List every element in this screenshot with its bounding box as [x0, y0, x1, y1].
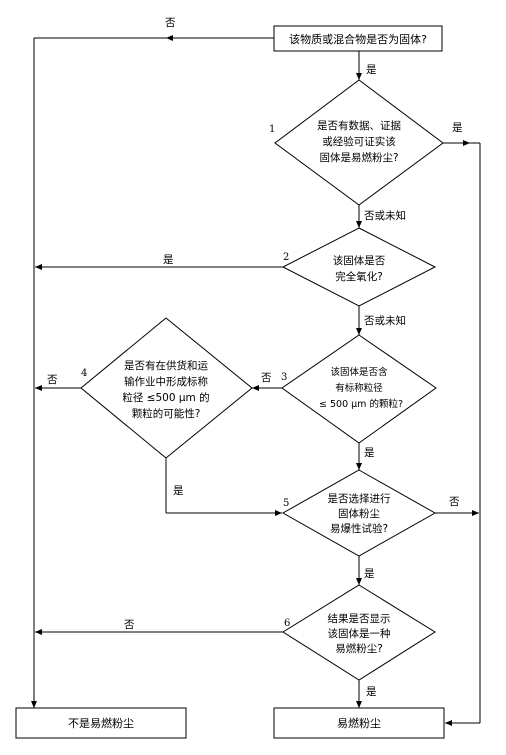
decision-2-diamond — [281, 227, 437, 307]
label-d5-yes: 是 — [364, 568, 375, 580]
label-d2-yes: 是 — [163, 254, 174, 266]
decision-3-line-2: 有标称粒径 — [335, 382, 383, 394]
decision-6-line-1: 结果是否显示 — [328, 612, 391, 625]
label-d1-no: 否或未知 — [364, 209, 406, 222]
decision-6-number: 6 — [284, 618, 290, 629]
decision-1-line-2: 或经验可证实该 — [322, 135, 396, 148]
end-box-not-dust — [15, 707, 187, 739]
decision-2-line-2: 完全氧化? — [335, 270, 383, 283]
decision-3-diamond — [281, 334, 437, 444]
decision-4-line-3: 粒径 ≤500 μm 的 — [122, 391, 209, 404]
decision-1-diamond — [274, 79, 444, 206]
decision-2-number: 2 — [283, 252, 289, 263]
end-box-dust — [273, 707, 445, 739]
decision-4-line-4: 颗粒的可能性? — [132, 407, 201, 420]
end-box-not-dust-text: 不是易燃粉尘 — [68, 716, 134, 730]
decision-4-diamond — [80, 317, 253, 459]
decision-1-line-3: 固体是易燃粉尘? — [319, 151, 398, 164]
start-box-text: 该物质或混合物是否为固体? — [289, 32, 427, 46]
label-d3-no: 否 — [261, 372, 272, 384]
label-d1-yes: 是 — [452, 122, 463, 134]
decision-6-diamond — [282, 584, 436, 681]
label-d3-yes: 是 — [364, 447, 375, 459]
start-box — [273, 25, 443, 52]
decision-4-number: 4 — [81, 368, 87, 379]
decision-3-line-1: 该固体是否含 — [330, 366, 388, 378]
decision-3-line-3: ≤ 500 μm 的颗粒? — [319, 398, 403, 410]
decision-5-line-1: 是否选择进行 — [328, 492, 391, 505]
label-d5-no: 否 — [449, 496, 460, 508]
end-box-dust-text: 易燃粉尘 — [337, 716, 381, 730]
label-start-yes: 是 — [366, 64, 377, 76]
decision-4-line-1: 是否有在供货和运 — [124, 359, 208, 372]
decision-4-line-2: 输作业中形成标称 — [124, 375, 208, 388]
decision-1-line-1: 是否有数据、证据 — [317, 119, 401, 132]
label-d4-no: 否 — [47, 374, 58, 386]
label-start-no: 否 — [165, 17, 176, 29]
label-d2-no: 否或未知 — [364, 314, 406, 327]
label-d6-yes: 是 — [366, 686, 377, 698]
decision-5-number: 5 — [283, 498, 289, 509]
label-d6-no: 否 — [124, 619, 135, 631]
decision-5-line-2: 固体粉尘 — [338, 507, 380, 520]
decision-1-number: 1 — [269, 124, 275, 135]
decision-5-diamond — [281, 469, 437, 557]
decision-2-line-1: 该固体是否 — [333, 254, 386, 267]
decision-5-line-3: 易爆性试验? — [330, 522, 388, 535]
decision-6-line-3: 易燃粉尘? — [335, 642, 383, 655]
decision-3-number: 3 — [281, 372, 287, 383]
decision-6-line-2: 该固体是一种 — [328, 627, 391, 640]
label-d4-yes: 是 — [173, 485, 184, 497]
